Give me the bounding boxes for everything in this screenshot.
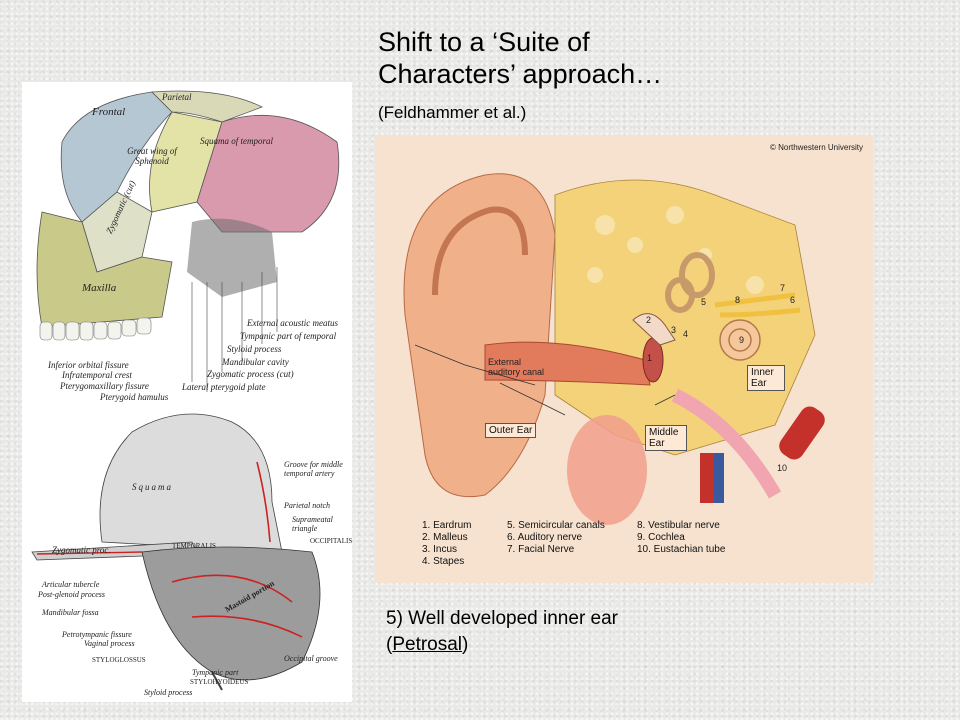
marker-4: 4 <box>683 329 689 339</box>
label-great-wing: Great wing of Sphenoid <box>127 146 177 166</box>
citation: (Feldhammer et al.) <box>378 103 527 122</box>
label-outer-ear: Outer Ear <box>485 423 537 438</box>
label-parietal-notch: Parietal notch <box>284 501 330 510</box>
label-petrotympanic: Petrotympanic fissure <box>62 630 132 639</box>
marker-7: 7 <box>780 283 786 293</box>
marker-8: 8 <box>735 295 741 305</box>
label-ext-acoustic-meatus: External acoustic meatus <box>247 318 338 328</box>
marker-5: 5 <box>701 297 707 307</box>
legend-item: 9. Cochlea <box>637 532 685 543</box>
label-lateral-pterygoid: Lateral pterygoid plate <box>182 382 266 392</box>
ear-canal-shape <box>484 341 651 386</box>
legend-item: 3. Incus <box>422 544 458 555</box>
label-squama-temporal: Squama of temporal <box>200 136 273 146</box>
legend-item: 5. Semicircular canals <box>507 520 605 531</box>
legend-item: 2. Malleus <box>422 532 468 543</box>
label-zygomatic-process: Zygomatic process (cut) <box>207 369 294 379</box>
ear-anatomy-illustration: © Northwestern University External audit… <box>375 135 873 583</box>
label-suprameatal: Suprameatal triangle <box>292 515 333 533</box>
label-inner-ear: Inner Ear <box>747 365 785 391</box>
legend-item: 6. Auditory nerve <box>507 532 583 543</box>
label-styloid: Styloid process <box>227 344 282 354</box>
temporal-bone-shape <box>554 179 816 456</box>
label-styloid-process: Styloid process <box>144 688 193 697</box>
slide-title-line1: Shift to a ‘Suite of <box>378 27 590 57</box>
label-mandibular-cavity: Mandibular cavity <box>222 357 289 367</box>
label-occipitalis: OCCIPITALIS <box>310 537 352 545</box>
label-squama: Squama <box>132 482 173 492</box>
legend-item <box>507 556 637 567</box>
label-zygomatic-proc: Zygomatic proc. <box>52 545 111 555</box>
skull-drawing <box>22 82 352 402</box>
label-inferior-orbital: Inferior orbital fissure <box>48 360 129 370</box>
marker-3: 3 <box>671 325 677 335</box>
label-external-auditory-canal: External auditory canal <box>488 357 545 377</box>
marker-6: 6 <box>790 295 796 305</box>
label-mandibular-fossa: Mandibular fossa <box>42 608 99 617</box>
ear-drawing <box>375 135 873 583</box>
label-stylohyoideus: STYLOHYOIDEUS <box>190 678 249 686</box>
label-pterygomaxillary: Pterygomaxillary fissure <box>60 381 149 391</box>
cochlea-shape <box>719 319 761 361</box>
label-post-glenoid: Post-glenoid process <box>38 590 106 599</box>
caption-line2: (Petrosal) <box>386 632 618 658</box>
label-middle-ear: Middle Ear <box>645 425 687 451</box>
marker-2: 2 <box>646 315 652 325</box>
label-maxilla: Maxilla <box>82 282 117 294</box>
slide-title-line2: Characters’ approach… <box>378 59 663 89</box>
label-occipital-groove: Occipital groove <box>284 654 338 663</box>
teeth <box>39 317 152 341</box>
slide-title: Shift to a ‘Suite of Characters’ approac… <box>378 26 938 90</box>
maxilla-bone <box>36 211 173 328</box>
skull-illustration: Frontal Parietal Great wing of Sphenoid … <box>22 82 352 402</box>
label-tympanic-part-temporal: Tympanic part <box>192 668 239 677</box>
label-tympanic-part: Tympanic part of temporal <box>240 331 337 341</box>
legend-item: 10. Eustachian tube <box>637 544 726 555</box>
marker-10: 10 <box>777 463 788 473</box>
temporal-squama <box>196 114 340 233</box>
label-infratemporal: Infratemporal crest <box>62 370 132 380</box>
caption-paren-close: ) <box>462 634 469 655</box>
legend-item <box>637 556 757 567</box>
slide-caption: 5) Well developed inner ear (Petrosal) <box>386 606 618 658</box>
label-vaginal-process: Vaginal process <box>84 639 135 648</box>
mastoid-shape <box>141 546 321 681</box>
squama-shape <box>99 413 283 553</box>
copyright-notice: © Northwestern University <box>769 143 863 152</box>
legend-item: 4. Stapes <box>422 556 465 567</box>
caption-line1: 5) Well developed inner ear <box>386 608 619 629</box>
legend-item: 1. Eardrum <box>422 520 472 531</box>
marker-9: 9 <box>739 335 745 345</box>
temporal-drawing <box>22 402 352 702</box>
ear-legend: 1. Eardrum 5. Semicircular canals 8. Ves… <box>422 520 757 567</box>
legend-item: 7. Facial Nerve <box>507 544 575 555</box>
label-frontal: Frontal <box>92 106 126 118</box>
temporal-bone-illustration: Squama Groove for middle temporal artery… <box>22 402 352 702</box>
marker-1: 1 <box>647 353 653 363</box>
label-groove-middle-temporal: Groove for middle temporal artery <box>284 460 343 478</box>
label-styloglossus: STYLOGLOSSUS <box>92 656 146 664</box>
label-pterygoid-hamulus: Pterygoid hamulus <box>100 392 169 402</box>
label-temporalis: TEMPORALIS <box>172 542 216 550</box>
sphenoid-bone <box>149 111 223 213</box>
parietal-bone <box>151 90 263 123</box>
label-parietal: Parietal <box>162 92 192 102</box>
caption-term-petrosal: Petrosal <box>392 634 463 655</box>
legend-item: 8. Vestibular nerve <box>637 520 720 531</box>
caption-paren-open: ( <box>386 634 393 655</box>
frontal-bone <box>60 91 173 223</box>
label-articular-tubercle: Articular tubercle <box>42 580 100 589</box>
